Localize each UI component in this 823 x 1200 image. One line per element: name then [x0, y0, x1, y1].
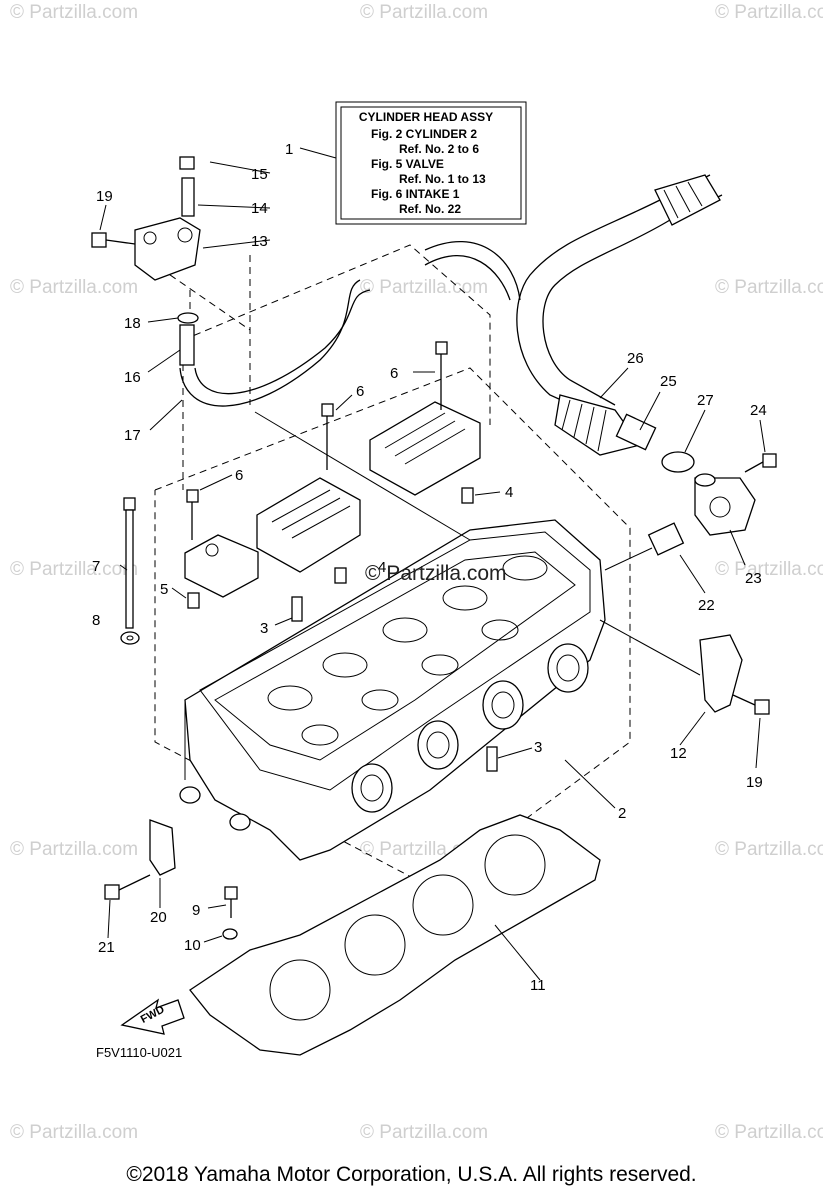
leader-lines	[99, 161, 766, 981]
watermark: © Partzilla.com	[715, 1122, 823, 1143]
callout-17: 17	[124, 427, 141, 444]
bolt	[321, 403, 334, 470]
watermark: © Partzilla.com	[715, 2, 823, 23]
callout-8: 8	[92, 612, 100, 629]
thermostat-housing	[694, 473, 756, 536]
watermark-layer: © Partzilla.com © Partzilla.com © Partzi…	[10, 2, 823, 1143]
watermark: © Partzilla.com	[10, 277, 138, 298]
cam-journals	[267, 555, 548, 746]
hose	[424, 240, 521, 301]
callout-18: 18	[124, 315, 141, 332]
cam-cap	[369, 401, 481, 496]
bolt	[104, 874, 151, 900]
bellows-hose	[554, 394, 642, 456]
callout-16: 16	[124, 369, 141, 386]
bolt	[732, 694, 770, 715]
watermark: © Partzilla.com	[10, 2, 138, 23]
info-box-line: Ref. No. 22	[399, 202, 461, 216]
hose-end	[615, 413, 657, 451]
callout-14: 14	[251, 200, 268, 217]
hose	[194, 289, 371, 395]
callout-19: 19	[746, 774, 763, 791]
watermark: © Partzilla.com	[360, 1122, 488, 1143]
long-bolt	[123, 497, 136, 629]
callout-13: 13	[251, 233, 268, 250]
callout-21: 21	[98, 939, 115, 956]
info-box-line: Ref. No. 2 to 6	[399, 142, 479, 156]
info-box-line: Ref. No. 1 to 13	[399, 172, 486, 186]
callout-10: 10	[184, 937, 201, 954]
callout-24: 24	[750, 402, 767, 419]
hose	[179, 279, 361, 407]
watermark: © Partzilla.com	[360, 2, 488, 23]
info-box-line: Fig. 2 CYLINDER 2	[371, 127, 477, 141]
callout-3: 3	[260, 620, 268, 637]
cam-cap	[256, 477, 361, 573]
callout-6: 6	[390, 365, 398, 382]
callout-4: 4	[378, 559, 386, 576]
bolt	[224, 886, 238, 918]
center-watermark: © Partzilla.com	[365, 562, 507, 585]
bolt	[186, 489, 199, 540]
callout-23: 23	[745, 570, 762, 587]
callout-22: 22	[698, 597, 715, 614]
washer	[120, 631, 140, 645]
callout-20: 20	[150, 909, 167, 926]
watermark: © Partzilla.com	[715, 839, 823, 860]
washer	[222, 928, 238, 940]
callout-15: 15	[251, 166, 268, 183]
watermark: © Partzilla.com	[10, 1122, 138, 1143]
bellows-hose	[654, 174, 721, 226]
watermark: © Partzilla.com	[715, 277, 823, 298]
hose-clamp	[661, 451, 695, 473]
watermark: © Partzilla.com	[715, 559, 823, 580]
dowel	[461, 487, 474, 504]
info-box: CYLINDER HEAD ASSY Fig. 2 CYLINDER 2 Ref…	[299, 101, 527, 225]
thermostat	[647, 522, 685, 556]
pin	[486, 746, 498, 772]
cylinder-head	[179, 519, 606, 861]
watermark: © Partzilla.com	[10, 839, 138, 860]
callout-1: 1	[285, 141, 293, 158]
hose	[542, 194, 723, 406]
callout-3: 3	[534, 739, 542, 756]
hose	[516, 174, 711, 421]
callout-12: 12	[670, 745, 687, 762]
dowel	[187, 592, 200, 609]
bolt	[435, 341, 448, 410]
callout-19: 19	[96, 188, 113, 205]
callout-6: 6	[235, 467, 243, 484]
watermark: © Partzilla.com	[360, 277, 488, 298]
callout-2: 2	[618, 805, 626, 822]
watermark: © Partzilla.com	[10, 559, 138, 580]
hose-fitting	[91, 156, 201, 366]
bolt	[744, 453, 777, 473]
hose	[424, 255, 511, 301]
info-box-line: Fig. 6 INTAKE 1	[371, 187, 460, 201]
info-box-line: Fig. 5 VALVE	[371, 157, 444, 171]
callout-6: 6	[356, 383, 364, 400]
bracket	[699, 634, 743, 713]
info-box-title: CYLINDER HEAD ASSY	[359, 110, 493, 124]
bracket	[149, 819, 176, 876]
forward-arrow: FWD	[120, 998, 185, 1035]
callouts: 1 2 3 3 4 4 5 6 6 6 7 8 9 10 11 12 13 14…	[92, 141, 767, 994]
diagram-code: F5V1110-U021	[96, 1045, 182, 1060]
cam-cap	[184, 534, 259, 598]
callout-5: 5	[160, 581, 168, 598]
callout-9: 9	[192, 902, 200, 919]
callout-4: 4	[505, 484, 513, 501]
pin	[291, 596, 303, 622]
callout-7: 7	[92, 558, 100, 575]
exhaust-ports	[351, 643, 589, 813]
callout-11: 11	[530, 977, 546, 994]
dowel	[334, 567, 347, 584]
callout-25: 25	[660, 373, 677, 390]
callout-26: 26	[627, 350, 644, 367]
callout-27: 27	[697, 392, 714, 409]
head-gasket	[189, 814, 601, 1056]
copyright-notice: ©2018 Yamaha Motor Corporation, U.S.A. A…	[126, 1163, 697, 1186]
